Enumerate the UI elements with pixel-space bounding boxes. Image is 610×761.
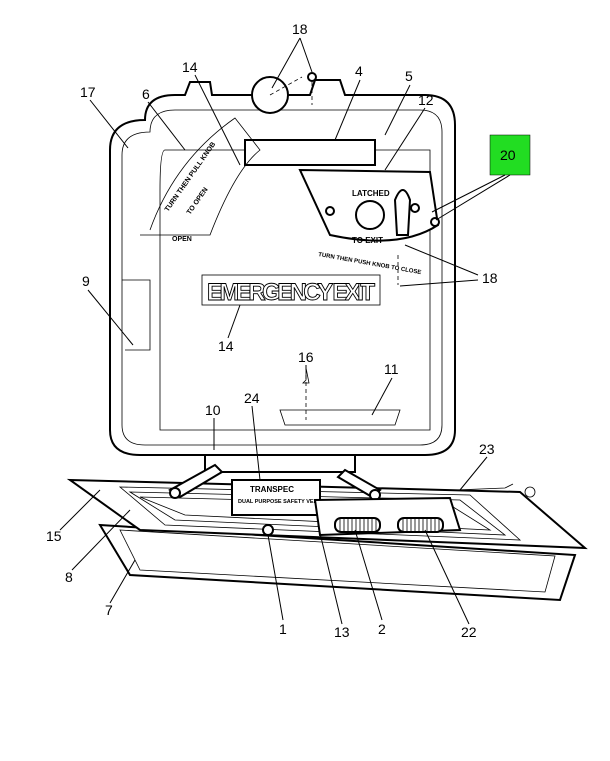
callout-6: 6 — [142, 86, 150, 102]
callout-11: 11 — [384, 361, 399, 377]
callout-18-right: 18 — [482, 270, 498, 286]
latch-mechanism: LATCHED TO EXIT TURN THEN PUSH KNOB TO C… — [140, 117, 440, 276]
callout-16: 16 — [298, 349, 314, 365]
callout-13: 13 — [334, 624, 350, 640]
highlight-box-20 — [489, 134, 531, 176]
hinge-assembly: TRANSPEC DUAL PURPOSE SAFETY VENT — [168, 449, 382, 516]
brand-text: TRANSPEC — [250, 485, 294, 494]
callout-7: 7 — [105, 602, 113, 618]
callout-5: 5 — [405, 68, 413, 84]
callout-24: 24 — [244, 390, 260, 406]
callout-22: 22 — [461, 624, 477, 640]
callout-12: 12 — [418, 92, 434, 108]
spring-right — [397, 517, 444, 533]
base-frame — [66, 478, 588, 602]
callout-14-top: 14 — [182, 59, 198, 75]
callout-9: 9 — [82, 273, 90, 289]
callout-23: 23 — [479, 441, 495, 457]
callout-14-mid: 14 — [218, 338, 234, 354]
spring-housing — [262, 483, 536, 537]
callout-18-top: 18 — [292, 21, 308, 37]
callout-15: 15 — [46, 528, 62, 544]
open-text: OPEN — [172, 236, 192, 243]
callout-20: 20 — [500, 147, 516, 163]
leader-lines — [59, 37, 511, 625]
spring-left — [334, 517, 381, 533]
lid — [109, 72, 456, 456]
latched-text: LATCHED — [352, 189, 390, 198]
callout-2: 2 — [378, 621, 386, 637]
bracket-11 — [279, 409, 401, 426]
callout-1: 1 — [279, 621, 287, 637]
latch-knob — [393, 189, 412, 236]
callout-17: 17 — [80, 84, 96, 100]
to-exit-text: TO EXIT — [352, 236, 383, 245]
callout-8: 8 — [65, 569, 73, 585]
callout-10: 10 — [205, 402, 221, 418]
product-text: DUAL PURPOSE SAFETY VENT — [238, 499, 322, 505]
callout-labels: 18 4 5 14 6 17 12 20 9 18 14 16 11 10 24… — [46, 21, 516, 640]
emergency-exit-text: EMERGENCY EXIT — [207, 279, 375, 306]
label-plate — [231, 479, 321, 516]
emergency-exit-decal — [201, 274, 381, 306]
callout-4: 4 — [355, 63, 363, 79]
